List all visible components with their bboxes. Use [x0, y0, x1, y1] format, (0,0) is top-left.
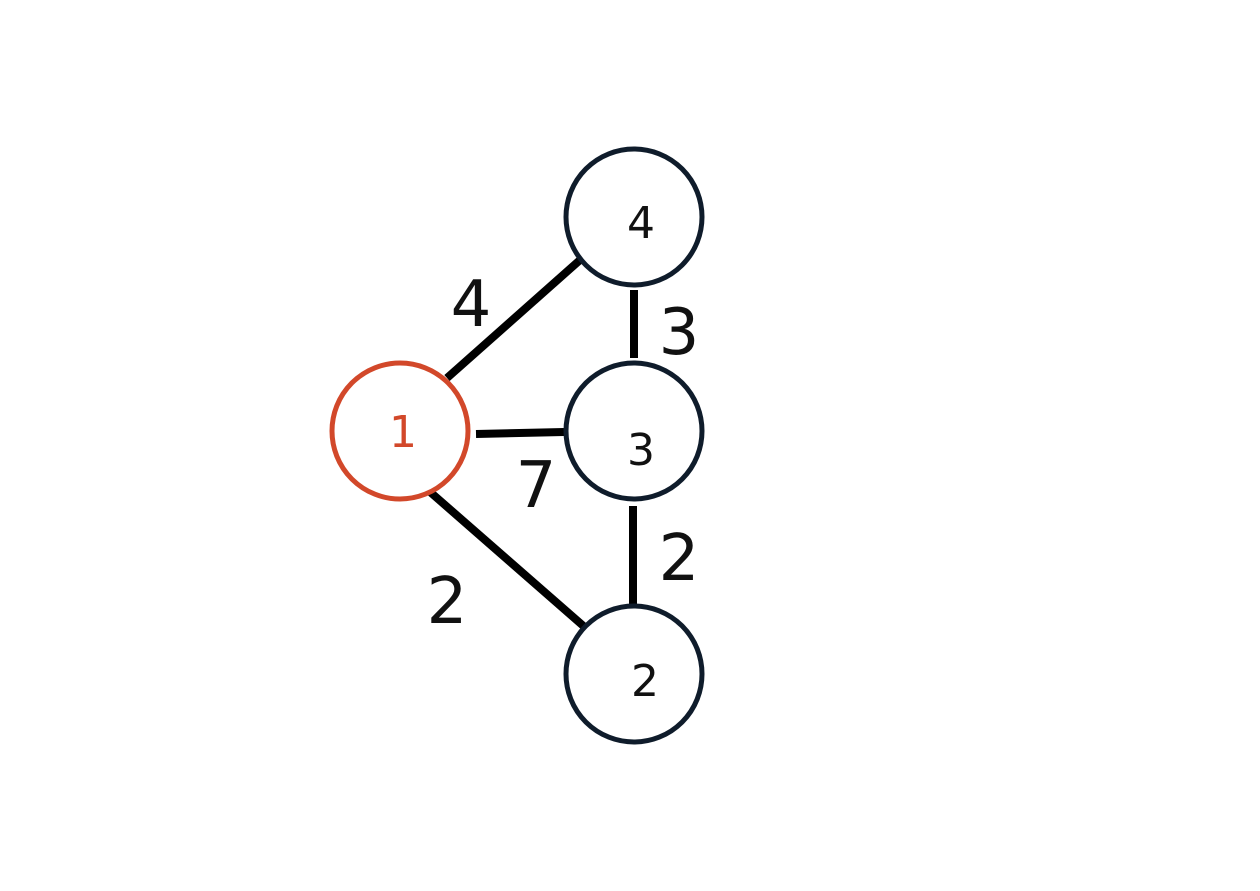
node-1-label: 1 [389, 407, 417, 458]
node-2: 2 [563, 603, 705, 745]
edges [426, 257, 638, 634]
edge-weight-3-2: 2 [659, 522, 700, 596]
edge-weight-1-4: 4 [451, 268, 492, 342]
node-1: 1 [329, 360, 471, 502]
node-3-circle [563, 360, 705, 502]
edge-labels: 4 3 7 2 2 [427, 268, 700, 639]
node-1-circle [329, 360, 471, 502]
node-4: 4 [563, 146, 705, 288]
edge-1-2 [426, 487, 591, 634]
edge-weight-4-3: 3 [659, 296, 700, 370]
node-4-circle [563, 146, 705, 288]
node-3-label: 3 [627, 425, 655, 476]
node-2-label: 2 [631, 656, 659, 707]
edge-1-3 [475, 428, 565, 438]
edge-weight-1-3: 7 [516, 449, 557, 523]
edge-weight-1-2: 2 [427, 565, 468, 639]
edge-1-4 [444, 257, 583, 381]
node-2-circle [563, 603, 705, 745]
node-3: 3 [563, 360, 705, 502]
nodes: 1 4 3 2 [329, 146, 705, 745]
node-4-label: 4 [627, 198, 655, 249]
